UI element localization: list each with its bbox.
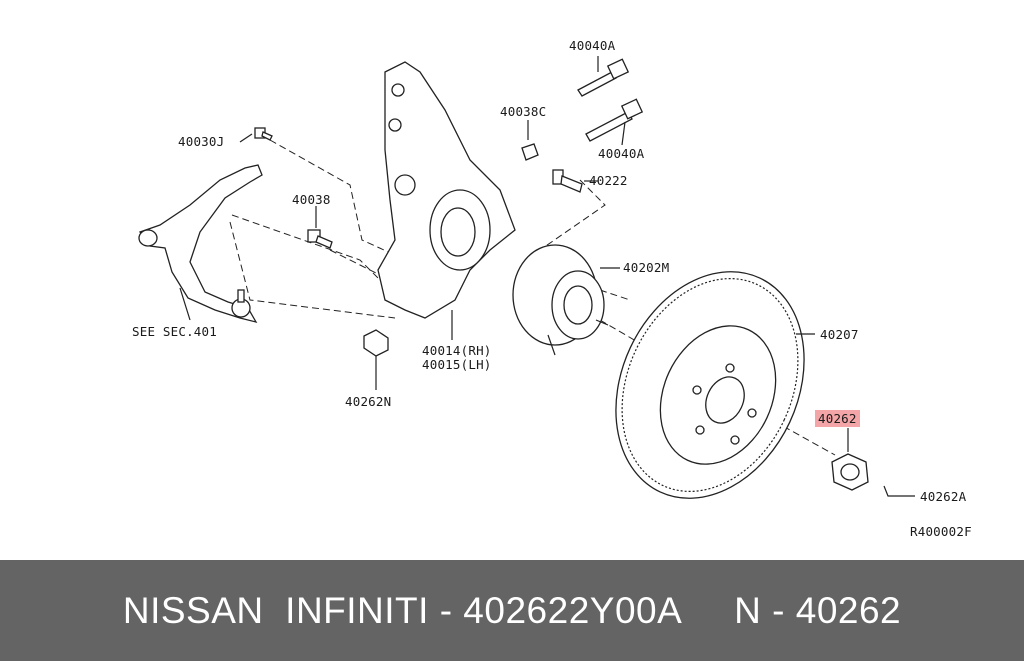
- footer-banner: NISSAN INFINITI - 402622Y00A N - 40262: [0, 560, 1024, 661]
- hub-nut-40262: [831, 453, 869, 491]
- label-40202M: 40202M: [623, 260, 670, 275]
- label-40040A-mid: 40040A: [598, 146, 645, 161]
- label-40038C: 40038C: [500, 104, 547, 119]
- bolt-40040A-mid: [585, 98, 644, 142]
- bolt-40040A-top: [577, 58, 630, 97]
- nut-40038C: [521, 143, 539, 161]
- label-40040A-top: 40040A: [569, 38, 616, 53]
- label-40262N: 40262N: [345, 394, 392, 409]
- lower-control-arm: [138, 164, 263, 324]
- label-40038: 40038: [292, 192, 331, 207]
- solid-leaders: [179, 56, 915, 497]
- bolt-40038: [307, 229, 333, 249]
- label-40262A: 40262A: [920, 489, 967, 504]
- stud-40222: [552, 169, 583, 193]
- label-40015: 40015(LH): [422, 357, 492, 372]
- label-40262-highlighted: 40262: [815, 410, 860, 427]
- label-40207: 40207: [820, 327, 859, 342]
- nut-40262N: [363, 329, 389, 357]
- footer-part-number-text: NISSAN INFINITI - 402622Y00A N - 40262: [122, 589, 902, 631]
- brake-rotor: [615, 271, 805, 499]
- label-40222: 40222: [589, 173, 628, 188]
- bolt-40030J: [254, 127, 273, 141]
- label-see-sec: SEE SEC.401: [132, 324, 217, 339]
- cotter-pin-40262A: [883, 485, 892, 497]
- label-40030J: 40030J: [178, 134, 225, 149]
- label-40014: 40014(RH): [422, 343, 492, 358]
- reference-code: R400002F: [910, 524, 972, 539]
- parts-diagram: [138, 56, 915, 499]
- steering-knuckle: [377, 61, 516, 319]
- wheel-hub: [512, 244, 609, 356]
